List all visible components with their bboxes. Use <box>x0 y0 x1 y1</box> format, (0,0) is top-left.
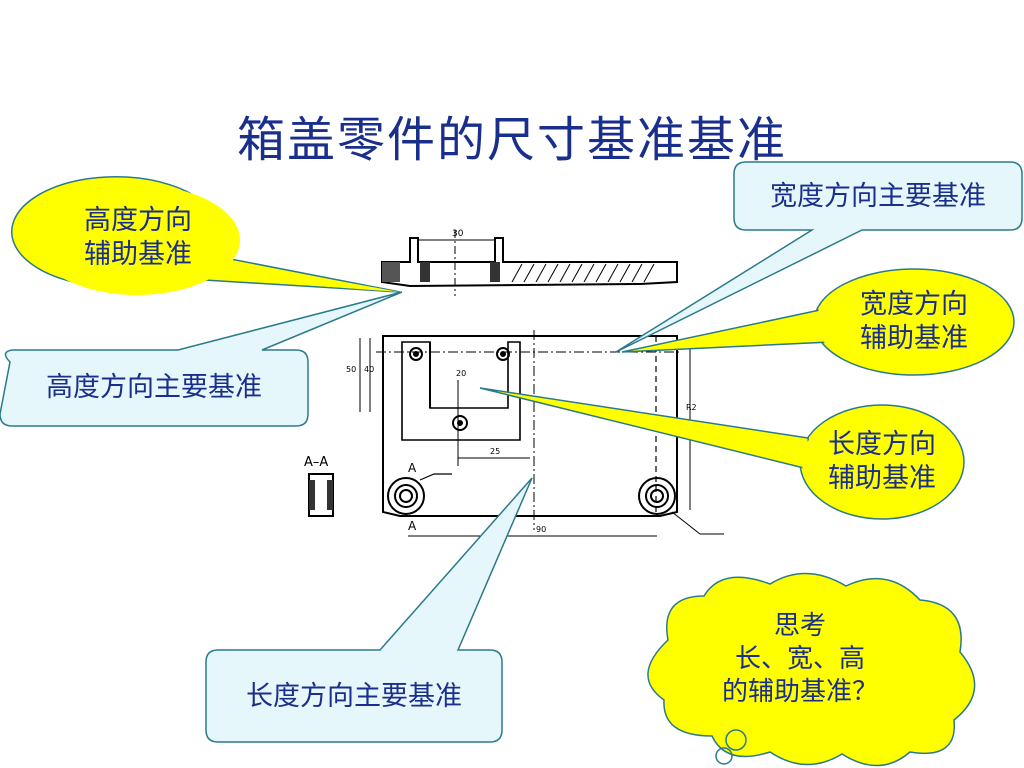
section-label: A–A <box>304 455 328 470</box>
think-line1: 思考 <box>773 611 826 641</box>
callout-length-main <box>205 477 533 743</box>
think-cloud <box>647 572 976 767</box>
callout-width-main-text: 宽度方向主要基准 <box>770 181 986 212</box>
callout-length-aux-text: 长度方向 辅助基准 <box>814 428 950 496</box>
callout-length-aux-line1: 长度方向 <box>828 429 936 460</box>
callout-height-main <box>0 291 403 427</box>
section-view-top <box>381 230 678 296</box>
dim-right-label: R2 <box>686 403 697 412</box>
dim-50-label: 50 <box>346 365 356 374</box>
callout-width-aux-line2: 辅助基准 <box>860 323 968 354</box>
dim-top-label: 30 <box>452 229 464 239</box>
cut-label-a-top: A <box>408 461 417 475</box>
callout-length-aux-line2: 辅助基准 <box>828 463 936 494</box>
slide-title: 箱盖零件的尺寸基准基准 <box>236 112 787 168</box>
callout-height-aux-text: 高度方向 辅助基准 <box>70 204 206 272</box>
dim-25-label: 25 <box>490 447 500 456</box>
think-text: 思考 长、宽、高 的辅助基准？ <box>680 610 920 709</box>
cut-label-a-bottom: A <box>408 519 417 533</box>
think-line2: 长、宽、高 <box>734 644 865 674</box>
callout-width-aux-line1: 宽度方向 <box>860 289 968 320</box>
think-bubble-small <box>715 747 733 765</box>
dim-20-label: 20 <box>456 369 466 378</box>
callout-width-aux-text: 宽度方向 辅助基准 <box>846 288 982 356</box>
callout-length-main-text: 长度方向主要基准 <box>246 681 462 712</box>
dim-40-label: 40 <box>364 365 374 374</box>
callout-width-main <box>615 161 1023 353</box>
think-line3: 的辅助基准？ <box>721 677 878 707</box>
section-aa-detail <box>308 473 334 517</box>
callout-height-aux-line1: 高度方向 <box>84 205 192 236</box>
think-bubble-large <box>725 729 747 751</box>
callout-height-main-text: 高度方向主要基准 <box>46 372 262 403</box>
callout-height-aux-line2: 辅助基准 <box>84 239 192 270</box>
plan-view <box>359 330 724 537</box>
dim-90-label: 90 <box>536 525 546 534</box>
